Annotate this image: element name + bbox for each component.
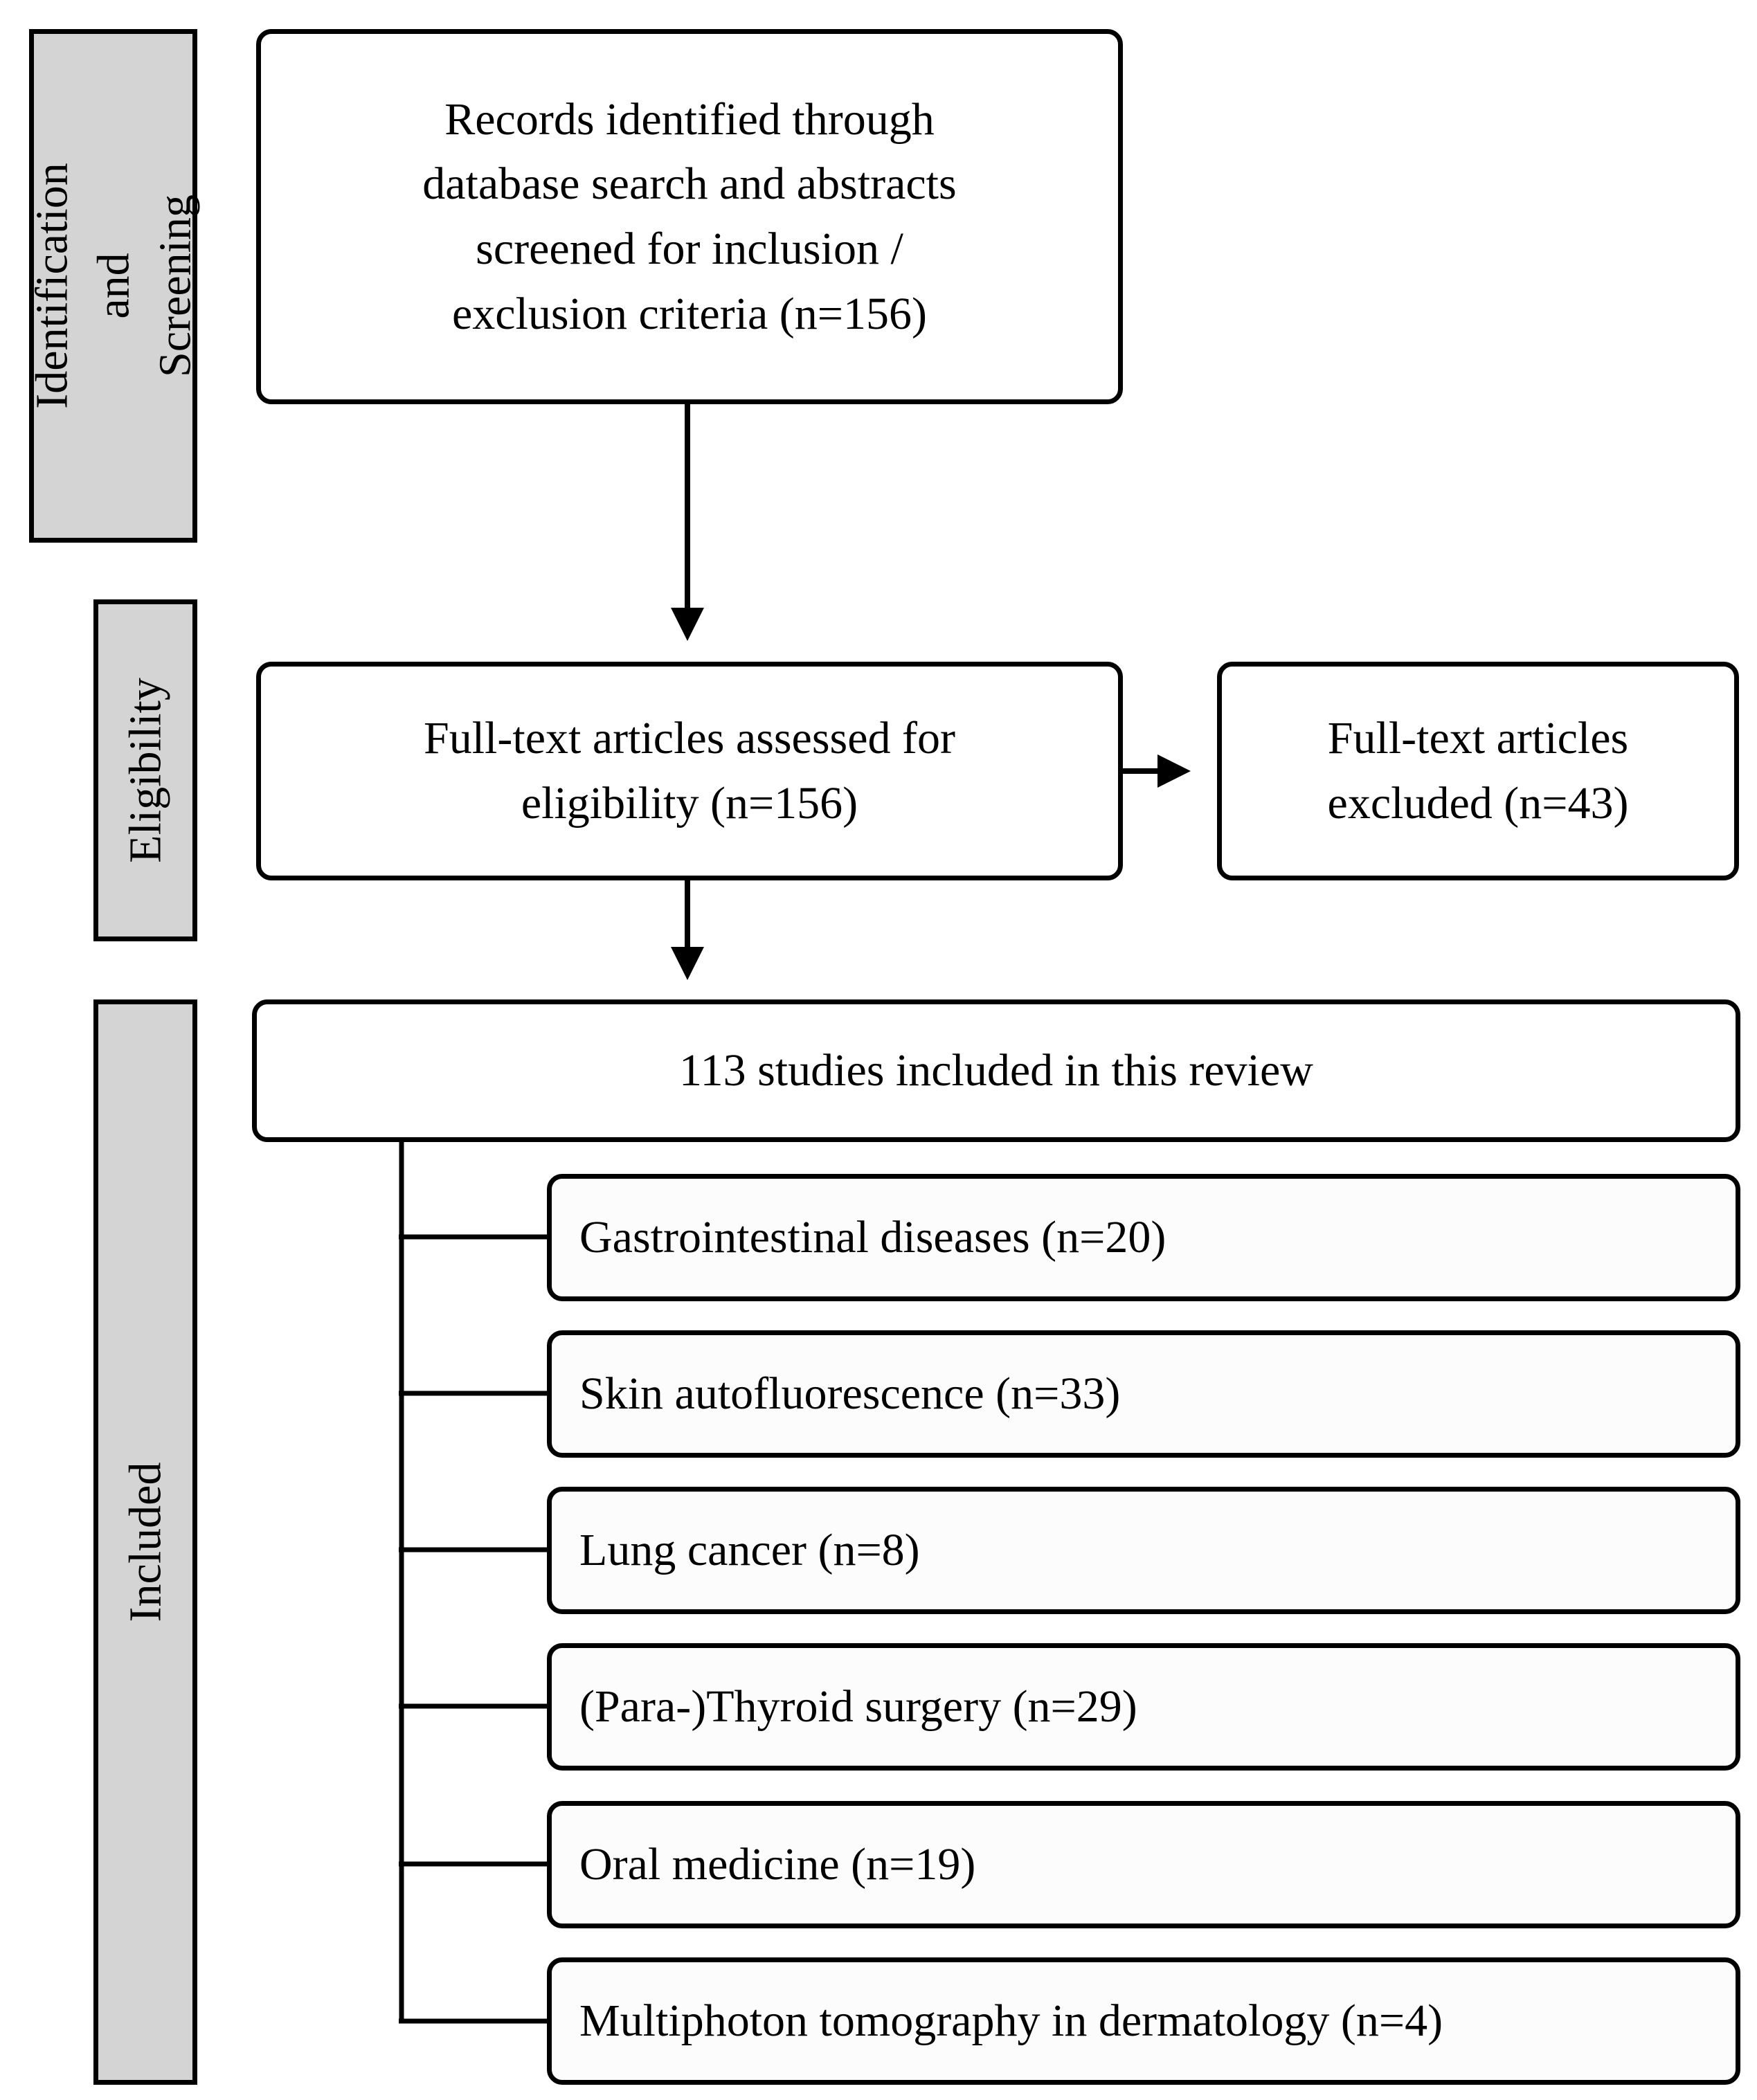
category-label-thyroid-surgery: (Para-)Thyroid surgery (n=29)	[579, 1681, 1137, 1732]
category-label-skin-autofluorescence: Skin autofluorescence (n=33)	[579, 1368, 1121, 1420]
fulltext-excluded-box: Full-text articles excluded (n=43)	[1217, 662, 1739, 880]
category-label-lung-cancer: Lung cancer (n=8)	[579, 1525, 920, 1576]
category-label-oral-medicine: Oral medicine (n=19)	[579, 1839, 976, 1890]
category-box-thyroid-surgery: (Para-)Thyroid surgery (n=29)	[547, 1643, 1740, 1771]
studies-included-box: 113 studies included in this review	[252, 999, 1740, 1142]
category-box-oral-medicine: Oral medicine (n=19)	[547, 1801, 1740, 1928]
category-box-lung-cancer: Lung cancer (n=8)	[547, 1487, 1740, 1614]
category-box-skin-autofluorescence: Skin autofluorescence (n=33)	[547, 1330, 1740, 1458]
stage-identification-screening: Identification and Screening	[26, 29, 200, 543]
fulltext-excluded-text: Full-text articles excluded (n=43)	[1327, 713, 1629, 829]
category-box-gastrointestinal: Gastrointestinal diseases (n=20)	[547, 1174, 1740, 1301]
stage-eligibility: Eligibility	[93, 599, 197, 941]
records-identified-box: Records identified through database sear…	[256, 29, 1123, 404]
category-label-gastrointestinal: Gastrointestinal diseases (n=20)	[579, 1212, 1166, 1263]
studies-included-text: 113 studies included in this review	[679, 1045, 1313, 1096]
fulltext-assessed-text: Full-text articles assessed for eligibil…	[424, 713, 955, 829]
fulltext-assessed-box: Full-text articles assessed for eligibil…	[256, 662, 1123, 880]
records-identified-text: Records identified through database sear…	[422, 93, 957, 339]
stage-included: Included	[93, 999, 197, 2085]
category-label-multiphoton-tomography: Multiphoton tomography in dermatology (n…	[579, 1995, 1443, 2047]
category-box-multiphoton-tomography: Multiphoton tomography in dermatology (n…	[547, 1957, 1740, 2085]
